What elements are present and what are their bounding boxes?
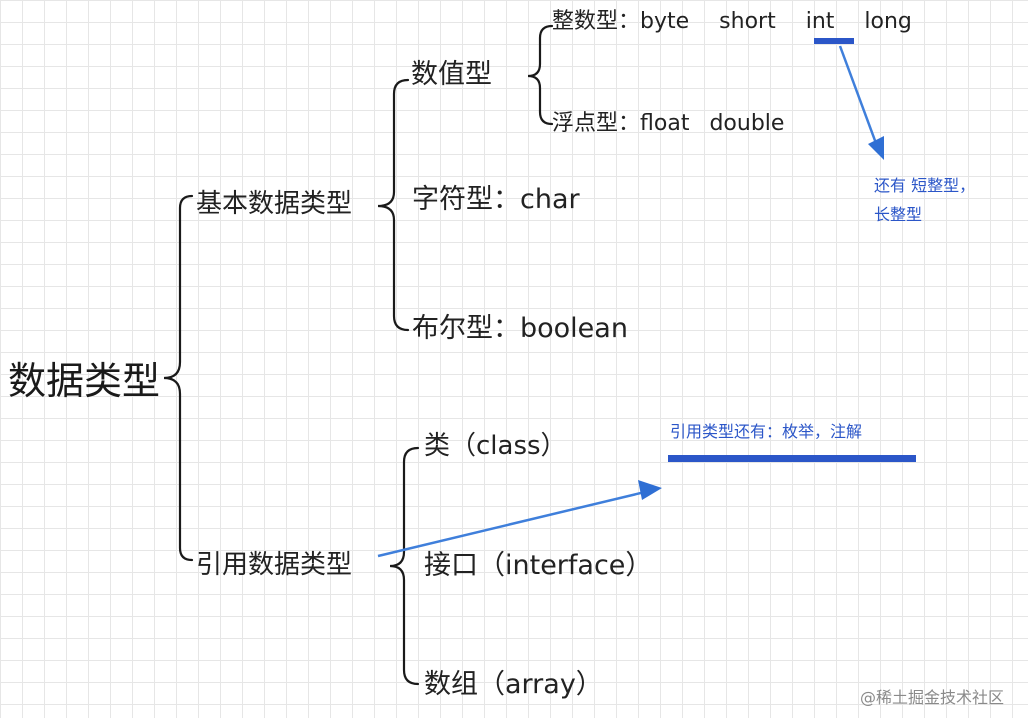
int-note-line2: 长整型	[874, 205, 923, 224]
type-short: short	[719, 9, 776, 34]
int-arrow-head	[868, 136, 884, 160]
ref-arrow-shaft	[377, 490, 646, 558]
type-long: long	[864, 9, 912, 34]
array-node: 数组（array）	[424, 669, 603, 700]
class-node: 类（class）	[424, 431, 567, 461]
type-float: float	[640, 111, 690, 136]
integer-types-row: 整数型：byte short int long	[552, 11, 912, 33]
type-double: double	[709, 111, 785, 136]
boolean-node: 布尔型：boolean	[412, 313, 628, 344]
int-underline	[814, 38, 854, 44]
float-prefix: 浮点型：	[552, 111, 641, 136]
ref-arrow-head	[638, 480, 662, 500]
brace-basic	[377, 78, 410, 332]
watermark: @稀土掘金技术社区	[860, 688, 1005, 707]
reference-types-node: 引用数据类型	[196, 550, 353, 580]
int-note-line1: 还有 短整型，	[874, 176, 976, 195]
int-arrow-shaft	[838, 45, 879, 147]
type-byte: byte	[640, 9, 690, 34]
ref-note: 引用类型还有：枚举，注解	[670, 422, 863, 441]
brace-reference	[389, 446, 420, 686]
brace-numeric	[527, 24, 554, 126]
interface-node: 接口（interface）	[424, 550, 653, 581]
numeric-node: 数值型	[411, 59, 492, 90]
char-node: 字符型：char	[412, 184, 580, 215]
root-node: 数据类型	[8, 359, 161, 403]
brace-root	[163, 194, 194, 562]
basic-types-node: 基本数据类型	[196, 189, 353, 219]
ref-underline	[668, 455, 916, 462]
float-types-row: 浮点型：float double	[552, 113, 784, 135]
integer-prefix: 整数型：	[552, 9, 641, 34]
type-int: int	[805, 9, 835, 34]
